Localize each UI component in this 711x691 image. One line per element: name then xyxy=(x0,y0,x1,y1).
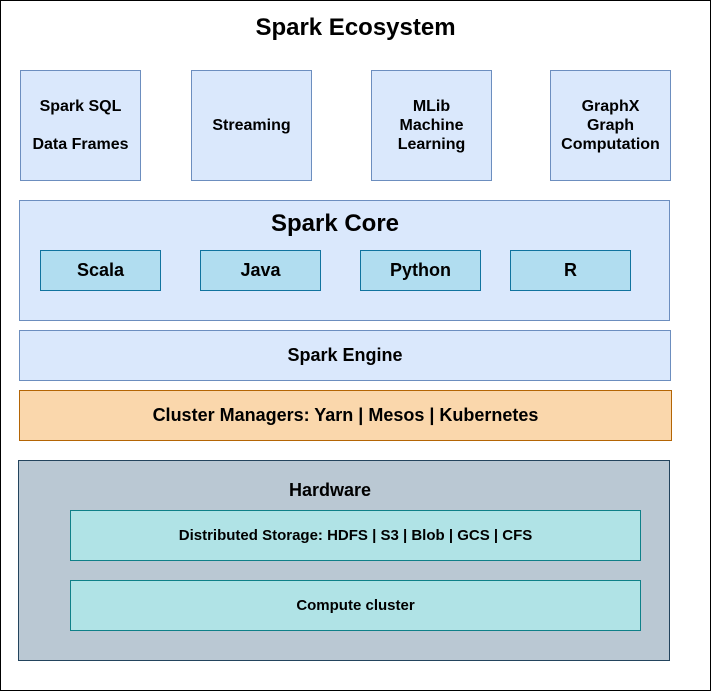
library-line: Data Frames xyxy=(32,136,129,153)
library-line: Machine xyxy=(399,117,464,134)
library-line: Computation xyxy=(561,136,660,153)
language-scala: Scala xyxy=(40,250,161,291)
library-line: MLib xyxy=(412,98,451,115)
library-line: Spark SQL xyxy=(39,98,122,115)
hardware-title: Hardware xyxy=(288,480,372,500)
spark-core-title: Spark Core xyxy=(270,210,400,237)
library-line: Graph xyxy=(586,117,635,134)
cluster-managers: Cluster Managers: Yarn | Mesos | Kuberne… xyxy=(19,390,672,441)
library-line: Learning xyxy=(397,136,466,153)
library-line: GraphX xyxy=(581,98,640,115)
library-streaming: Streaming xyxy=(191,70,312,181)
library-line: Streaming xyxy=(212,117,291,134)
library-mlib: MLib Machine Learning xyxy=(371,70,492,181)
language-r: R xyxy=(510,250,631,291)
library-graphx: GraphX Graph Computation xyxy=(550,70,671,181)
library-line-spacer xyxy=(32,116,128,135)
distributed-storage: Distributed Storage: HDFS | S3 | Blob | … xyxy=(70,510,641,561)
compute-cluster: Compute cluster xyxy=(70,580,641,631)
spark-engine: Spark Engine xyxy=(19,330,671,381)
diagram-title: Spark Ecosystem xyxy=(255,14,456,41)
language-java: Java xyxy=(200,250,321,291)
language-python: Python xyxy=(360,250,481,291)
library-spark-sql: Spark SQL Data Frames xyxy=(20,70,141,181)
